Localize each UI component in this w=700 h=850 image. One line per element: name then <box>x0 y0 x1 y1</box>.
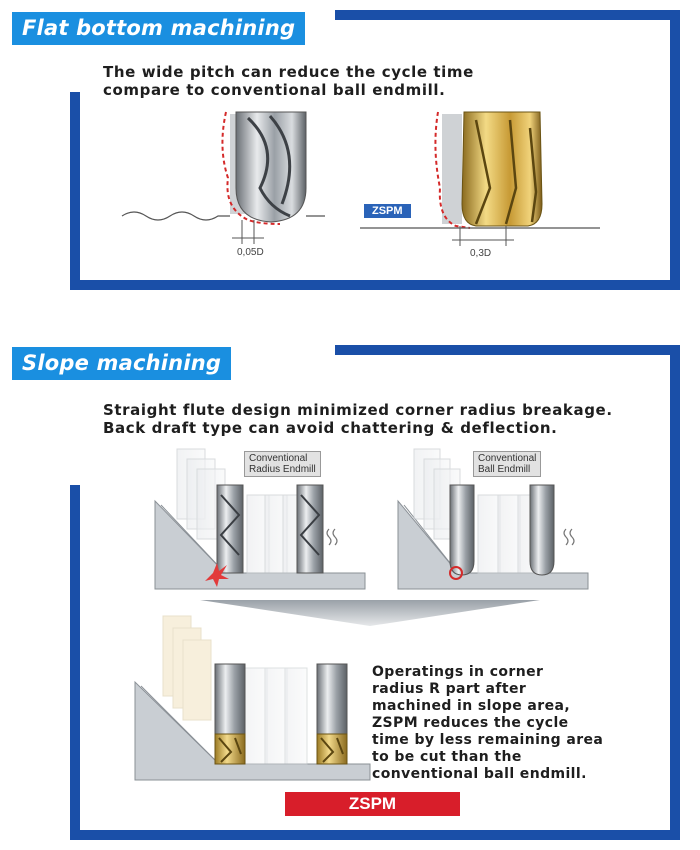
frame-top-border-2 <box>335 345 680 355</box>
dimension-label-zspm: 0,3D <box>470 248 492 259</box>
frame-left-border <box>70 92 80 290</box>
label-conventional-ball: Conventional Ball Endmill <box>473 451 542 477</box>
label-conventional-radius: Conventional Radius Endmill <box>244 451 321 477</box>
section-description-2: Straight flute design minimized corner r… <box>103 401 613 437</box>
zspm-tag-small: ZSPM <box>364 204 411 218</box>
frame-right-border-2 <box>670 345 680 840</box>
frame-left-border-2 <box>70 485 80 840</box>
section-title-badge: Flat bottom machining <box>12 12 312 45</box>
frame-bottom-border <box>70 280 680 290</box>
frame-top-border <box>335 10 680 20</box>
ball-endmill-illustration <box>121 111 325 244</box>
ball-endmill-slope-illustration <box>397 448 589 590</box>
zspm-slope-illustration <box>134 615 371 781</box>
zspm-tag-large: ZSPM <box>285 792 460 816</box>
zspm-flat-illustration <box>360 111 600 246</box>
frame-right-border <box>670 10 680 290</box>
frame-bottom-border-2 <box>70 830 680 840</box>
down-arrow-icon <box>200 600 540 626</box>
dimension-label-ball: 0,05D <box>237 247 264 258</box>
section-description: The wide pitch can reduce the cycle time… <box>103 63 474 99</box>
operating-description: Operatings in corner radius R part after… <box>372 664 604 782</box>
radius-endmill-illustration <box>154 448 366 590</box>
section-title-badge-2: Slope machining <box>12 347 238 380</box>
